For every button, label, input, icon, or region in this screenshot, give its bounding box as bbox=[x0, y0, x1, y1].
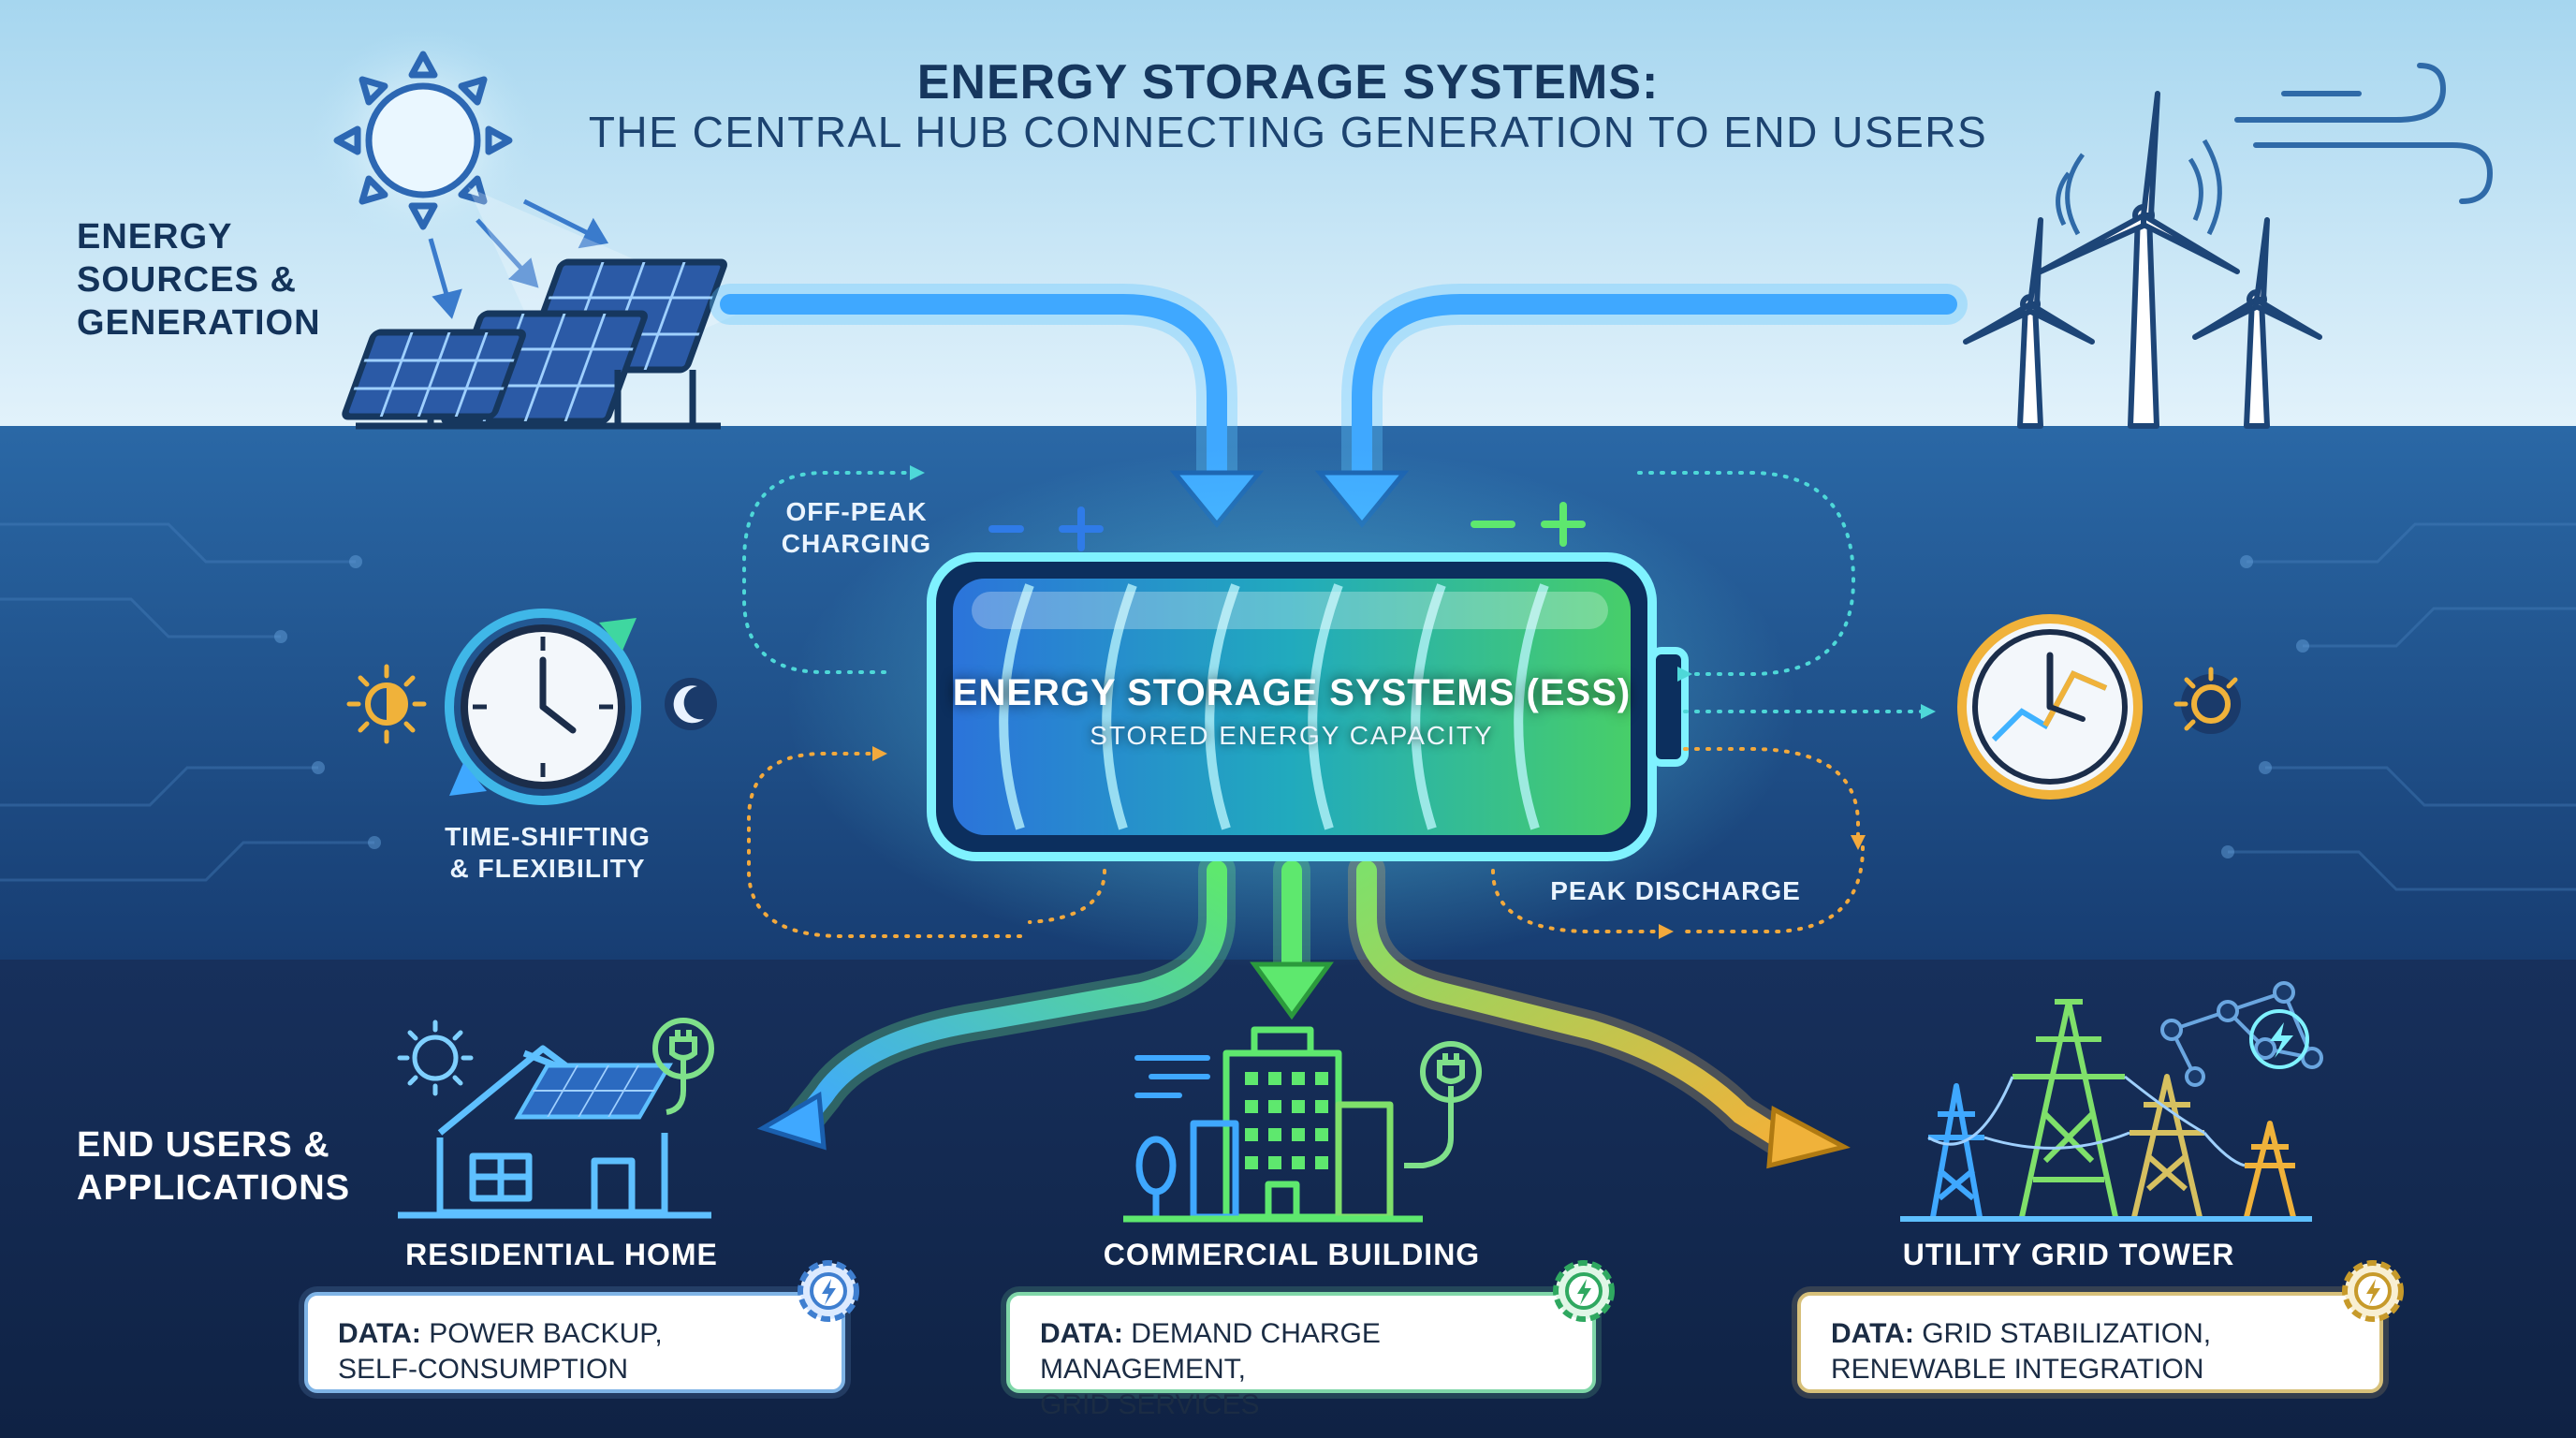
data-box-line: RENEWABLE INTEGRATION bbox=[1831, 1352, 2349, 1387]
app-name-residential: RESIDENTIAL HOME bbox=[405, 1238, 718, 1271]
page-title: ENERGY STORAGE SYSTEMS: bbox=[916, 55, 1660, 110]
flow-label-line: OFF-PEAK bbox=[785, 497, 928, 526]
data-box-line: GRID SERVICES bbox=[1040, 1387, 1562, 1423]
app-name-utility: UTILITY GRID TOWER bbox=[1902, 1238, 2235, 1271]
gear-bolt-icon bbox=[1553, 1260, 1615, 1322]
data-box-residential: DATA: POWER BACKUP, SELF-CONSUMPTION bbox=[304, 1292, 845, 1393]
plug-icon bbox=[652, 1018, 714, 1115]
section-label-sources: ENERGY SOURCES & GENERATION bbox=[77, 215, 321, 345]
off-peak-charging-label: OFF-PEAK CHARGING bbox=[763, 496, 950, 560]
page-subtitle: THE CENTRAL HUB CONNECTING GENERATION TO… bbox=[588, 108, 1988, 156]
data-label: DATA: bbox=[338, 1318, 421, 1349]
section-label-line: ENERGY bbox=[77, 217, 233, 257]
data-value: GRID SERVICES bbox=[1040, 1389, 1260, 1420]
data-box-line: DATA: POWER BACKUP, bbox=[338, 1316, 812, 1352]
section-label-line: GENERATION bbox=[77, 303, 321, 343]
section-label-line: SOURCES & bbox=[77, 260, 297, 300]
section-label-users: END USERS & APPLICATIONS bbox=[77, 1123, 350, 1210]
data-box-line: DATA: GRID STABILIZATION, bbox=[1831, 1316, 2349, 1352]
flow-label-line: CHARGING bbox=[781, 529, 932, 558]
app-name-commercial: COMMERCIAL BUILDING bbox=[1103, 1238, 1481, 1271]
day-sun-icon bbox=[346, 664, 427, 744]
ess-title: ENERGY STORAGE SYSTEMS (ESS) bbox=[952, 672, 1632, 713]
plug-icon bbox=[1404, 1041, 1482, 1168]
data-value: DEMAND CHARGE MANAGEMENT, bbox=[1040, 1318, 1381, 1385]
data-box-utility: DATA: GRID STABILIZATION, RENEWABLE INTE… bbox=[1797, 1292, 2383, 1393]
network-nodes-icon bbox=[2160, 981, 2323, 1087]
peak-discharge-label: PEAK DISCHARGE bbox=[1550, 876, 1801, 905]
office-building-icon bbox=[1123, 1026, 1423, 1223]
solar-panel-icon bbox=[342, 258, 727, 430]
moon-icon bbox=[665, 678, 717, 730]
data-box-line: DATA: DEMAND CHARGE MANAGEMENT, bbox=[1040, 1316, 1562, 1387]
data-value: GRID STABILIZATION, bbox=[1922, 1318, 2212, 1349]
flow-label-line: TIME-SHIFTING bbox=[445, 822, 651, 851]
roof-solar-icon bbox=[514, 1063, 673, 1120]
sun-moon-icon bbox=[2174, 667, 2241, 734]
ess-battery-icon bbox=[927, 502, 1689, 861]
time-shifting-label: TIME-SHIFTING & FLEXIBILITY bbox=[421, 821, 674, 885]
transmission-tower-icon bbox=[1900, 999, 2312, 1222]
data-value: RENEWABLE INTEGRATION bbox=[1831, 1354, 2204, 1385]
clock-icon bbox=[1957, 614, 2143, 800]
small-sun-icon bbox=[397, 1020, 474, 1096]
flow-label-line: & FLEXIBILITY bbox=[449, 854, 646, 883]
gear-bolt-icon bbox=[2342, 1260, 2404, 1322]
data-box-line: SELF-CONSUMPTION bbox=[338, 1352, 812, 1387]
section-label-line: APPLICATIONS bbox=[77, 1168, 351, 1208]
data-box-commercial: DATA: DEMAND CHARGE MANAGEMENT, GRID SER… bbox=[1006, 1292, 1596, 1420]
data-value: SELF-CONSUMPTION bbox=[338, 1354, 629, 1385]
wind-turbine-icon bbox=[1963, 91, 2322, 429]
ess-subtitle: STORED ENERGY CAPACITY bbox=[1090, 721, 1494, 750]
clock-icon bbox=[445, 609, 641, 805]
data-label: DATA: bbox=[1040, 1318, 1123, 1349]
section-label-line: END USERS & bbox=[77, 1125, 330, 1165]
data-value: POWER BACKUP, bbox=[429, 1318, 663, 1349]
gear-bolt-icon bbox=[798, 1260, 859, 1322]
sun-icon bbox=[311, 28, 535, 253]
data-label: DATA: bbox=[1831, 1318, 1914, 1349]
